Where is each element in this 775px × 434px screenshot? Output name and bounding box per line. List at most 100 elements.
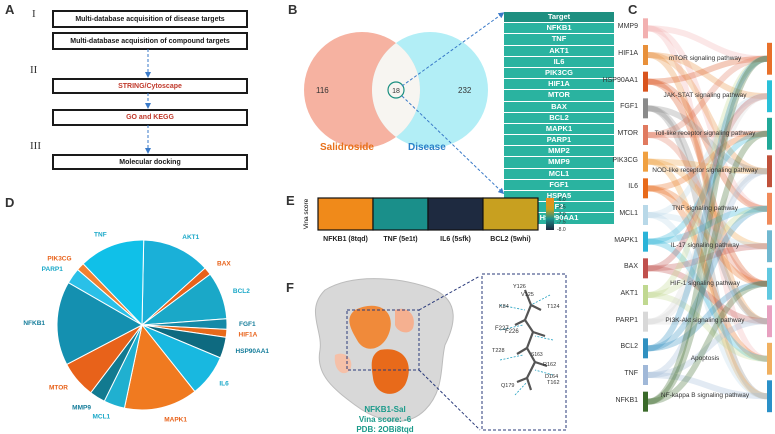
- target-table-row: MMP9: [504, 157, 614, 169]
- target-table-row: HIF1A: [504, 79, 614, 91]
- sankey-gene-label: IL6: [628, 183, 638, 191]
- pie-label: HSP90AA1: [235, 348, 269, 355]
- sankey-link: [647, 243, 768, 272]
- roman-numeral-3: III: [30, 140, 41, 152]
- residue-label: R162: [543, 362, 556, 368]
- sankey-gene-node: [643, 285, 648, 305]
- sankey-gene-label: MCL1: [619, 210, 638, 217]
- flow-arrows: [145, 49, 151, 154]
- overlap-marker: [387, 81, 405, 99]
- sankey-link: [647, 280, 768, 405]
- flow-box-go-kegg: GO and KEGG: [52, 109, 248, 126]
- heat-legend-tick: -8.0: [557, 227, 566, 233]
- heat-legend-tick: -6.0: [557, 197, 566, 203]
- sankey-link: [647, 205, 768, 298]
- heat-legend-bar: [546, 198, 554, 230]
- sankey-gene-label: NFKB1: [615, 396, 638, 404]
- residue-label: D164: [545, 374, 558, 380]
- ligand-sticks: [514, 289, 548, 391]
- venn-table-connectors: [401, 12, 505, 195]
- sankey-pathway-label: Toll-like receptor signaling pathway: [654, 129, 756, 137]
- target-table-row: MAPK1: [504, 123, 614, 136]
- sankey-pathway-node: [767, 192, 772, 225]
- sankey-link: [647, 292, 768, 362]
- sankey-link: [647, 205, 768, 352]
- sankey-diagram: [643, 18, 772, 413]
- venn-right-count: 232: [458, 86, 472, 95]
- sankey-link: [647, 185, 768, 287]
- heat-cell: [427, 197, 484, 231]
- sankey-link: [647, 158, 768, 400]
- sankey-link: [647, 265, 768, 325]
- sankey-gene-node: [643, 391, 648, 412]
- sankey-gene-label: PIK3CG: [612, 156, 638, 164]
- sankey-link: [647, 168, 768, 325]
- zoom-region-box: [346, 309, 420, 371]
- sankey-gene-node: [643, 258, 648, 279]
- target-table-row: PARP1: [504, 135, 614, 147]
- vina-score-heatstrip: NFKB1 (8tqd)TNF (5e1t)IL6 (5sfk)BCL2 (5w…: [303, 197, 566, 243]
- sankey-pathway-label: JAK-STAT signaling pathway: [663, 92, 747, 100]
- residue-label: K84: [499, 304, 509, 310]
- pie-label: IL6: [219, 381, 229, 388]
- sankey-link: [647, 158, 768, 250]
- sankey-pathway-node: [767, 80, 772, 113]
- sankey-gene-node: [643, 45, 648, 65]
- sankey-gene-label: HIF1A: [618, 50, 638, 57]
- sankey-gene-label: HSP90AA1: [602, 76, 638, 84]
- sankey-link: [647, 318, 768, 378]
- target-table-row: AKT1: [504, 45, 614, 57]
- panel-letter-a: A: [5, 2, 15, 17]
- sankey-pathway-node: [767, 230, 772, 263]
- target-table-header: Target: [504, 12, 614, 24]
- heat-item-label: TNF (5e1t): [383, 236, 417, 243]
- target-table-row: NFKB1: [504, 23, 614, 35]
- venn-label-disease: Disease: [408, 142, 446, 153]
- sankey-gene-node: [643, 178, 648, 199]
- sankey-link: [647, 93, 768, 325]
- panel-letter-f: F: [286, 280, 294, 295]
- pie-label: TNF: [94, 232, 107, 239]
- heat-cell: [482, 197, 539, 231]
- heat-item-label: BCL2 (5whi): [490, 236, 530, 243]
- sankey-gene-node: [643, 365, 648, 385]
- pie-label: MTOR: [49, 385, 68, 392]
- sankey-link: [647, 105, 768, 400]
- sankey-pathway-node: [767, 342, 772, 375]
- sankey-pathway-node: [767, 42, 772, 75]
- pie-label: MAPK1: [164, 416, 187, 423]
- venn-overlap-count: 18: [392, 88, 400, 95]
- sankey-gene-node: [643, 151, 648, 172]
- sankey-gene-label: MTOR: [617, 130, 638, 137]
- sankey-pathway-label: TNF signaling pathway: [671, 204, 739, 212]
- sankey-pathway-node: [767, 267, 772, 300]
- target-table-row: BCL2: [504, 112, 614, 124]
- target-table-row: HSPA5: [504, 191, 614, 203]
- docking-caption-pdb: PDB: 2OBi8tqd: [356, 425, 413, 434]
- sankey-link: [647, 55, 768, 405]
- sankey-link: [647, 372, 768, 400]
- pie-slice-nfkb1: [56, 281, 144, 366]
- sankey-link: [647, 130, 768, 138]
- sankey-link: [647, 78, 768, 212]
- sankey-gene-label: MMP9: [617, 23, 638, 31]
- heat-legend-tick: -7.5: [557, 220, 566, 226]
- residue-label: Y126: [513, 284, 526, 290]
- heat-cell: [317, 197, 374, 231]
- flow-box-disease-targets: Multi-database acquisition of disease ta…: [52, 10, 248, 28]
- protein-surface: [314, 278, 454, 422]
- sankey-link: [647, 93, 768, 272]
- sankey-gene-label: PARP1: [615, 316, 638, 324]
- sankey-pathway-label: NF-kappa B signaling pathway: [660, 392, 750, 400]
- sankey-link: [647, 158, 768, 175]
- sankey-link: [647, 130, 768, 405]
- sankey-pathway-node: [767, 155, 772, 188]
- target-table-row: F2: [504, 202, 614, 214]
- pie-label: NFKB1: [23, 320, 45, 327]
- panel-letter-c: C: [628, 2, 638, 17]
- heat-item-label: NFKB1 (8tqd): [323, 236, 368, 243]
- zoom-inset: [481, 273, 567, 431]
- sankey-link: [647, 52, 768, 100]
- target-table-row: MMP2: [504, 146, 614, 158]
